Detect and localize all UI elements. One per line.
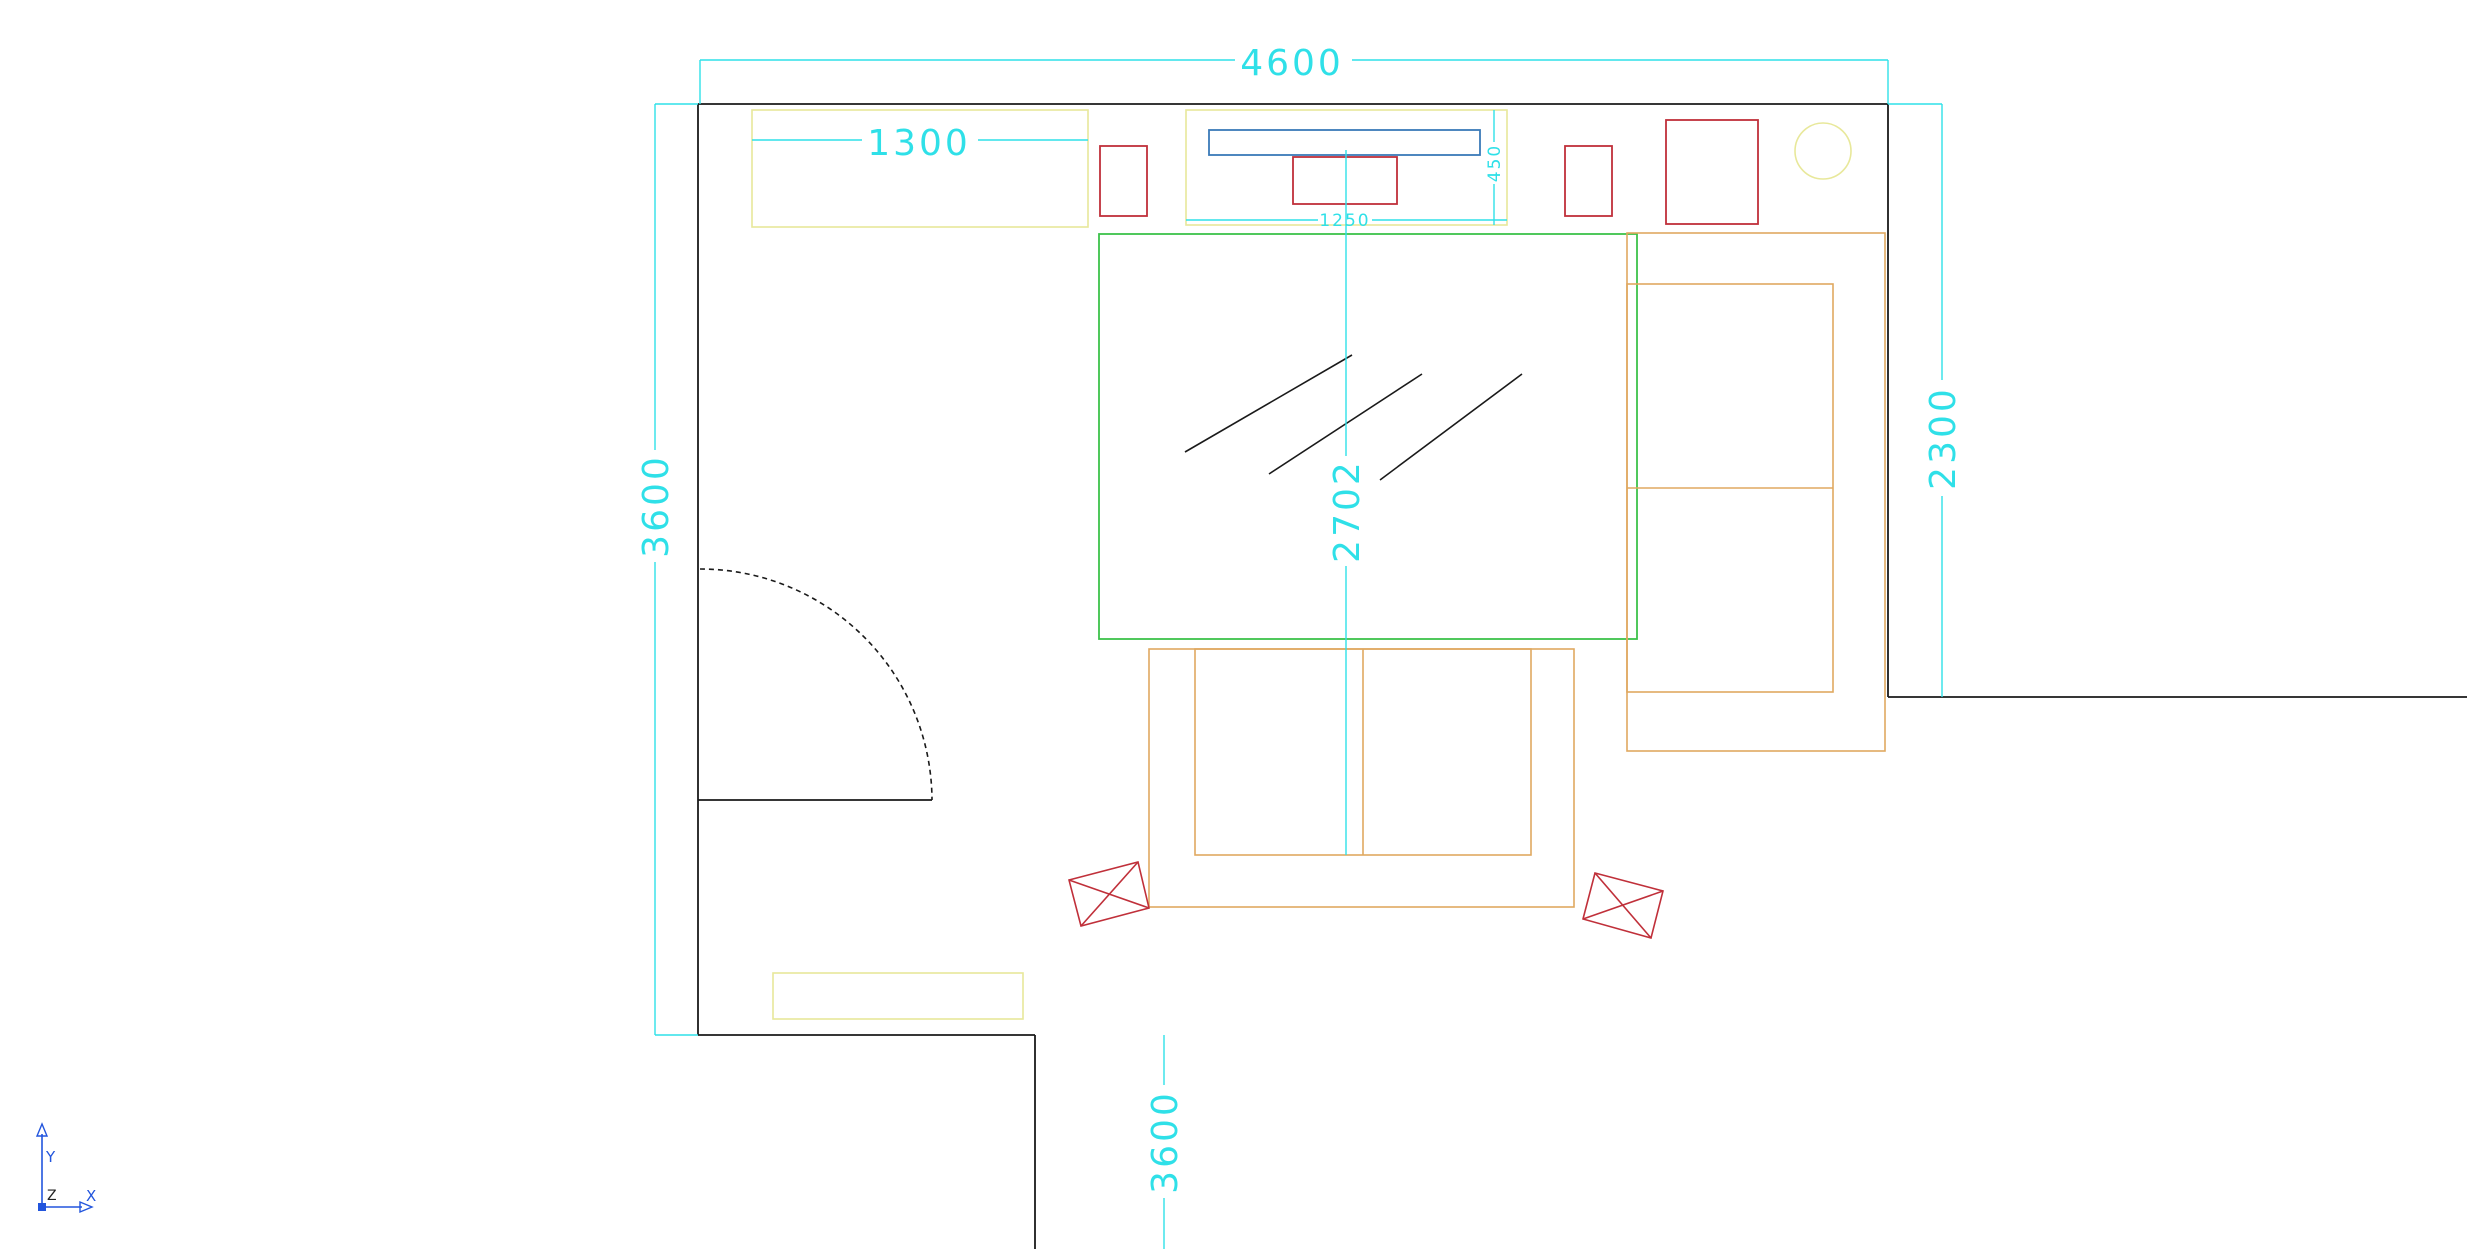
walls <box>697 103 2467 1249</box>
door-swing-arc <box>699 568 933 801</box>
tv-screen <box>1208 129 1481 156</box>
rug-outline <box>1098 233 1638 640</box>
door <box>698 568 933 801</box>
dim-bottom: 3600 <box>1145 1090 1186 1194</box>
sofa-bottom <box>1148 648 1575 908</box>
nightstand-right <box>1564 145 1613 217</box>
glass-reflection-1 <box>1184 354 1353 453</box>
tv-stand-box <box>1292 156 1398 205</box>
lamp-left <box>1068 861 1150 927</box>
ucs-icon: Y X Z <box>35 1122 96 1214</box>
wardrobe <box>751 109 1089 228</box>
ucs-x-label: X <box>86 1187 96 1205</box>
dimension-lines <box>654 59 1943 1249</box>
ucs-y-label: Y <box>45 1148 56 1166</box>
ucs-z-label: Z <box>47 1188 57 1204</box>
dim-wardrobe-width: 1300 <box>867 123 971 164</box>
sofa-right <box>1626 232 1886 752</box>
glass-reflection-3 <box>1379 373 1523 481</box>
dim-right-wall: 2300 <box>1923 386 1964 490</box>
rug <box>1098 233 1638 640</box>
round-table <box>1794 122 1852 180</box>
dim-tv-cabinet-width: 1250 <box>1319 211 1370 231</box>
side-cabinet <box>1665 119 1759 225</box>
sofa-right-frame <box>1626 232 1886 752</box>
dim-bed-span: 2702 <box>1327 459 1368 563</box>
dim-overall-width: 4600 <box>1240 43 1344 84</box>
lamp-right <box>1582 872 1664 939</box>
dim-room-depth-left: 3600 <box>636 454 677 558</box>
sofa-bottom-frame <box>1148 648 1575 908</box>
shoe-cabinet <box>772 972 1024 1020</box>
dim-tv-cabinet-depth: 450 <box>1485 144 1505 182</box>
nightstand-left <box>1099 145 1148 217</box>
